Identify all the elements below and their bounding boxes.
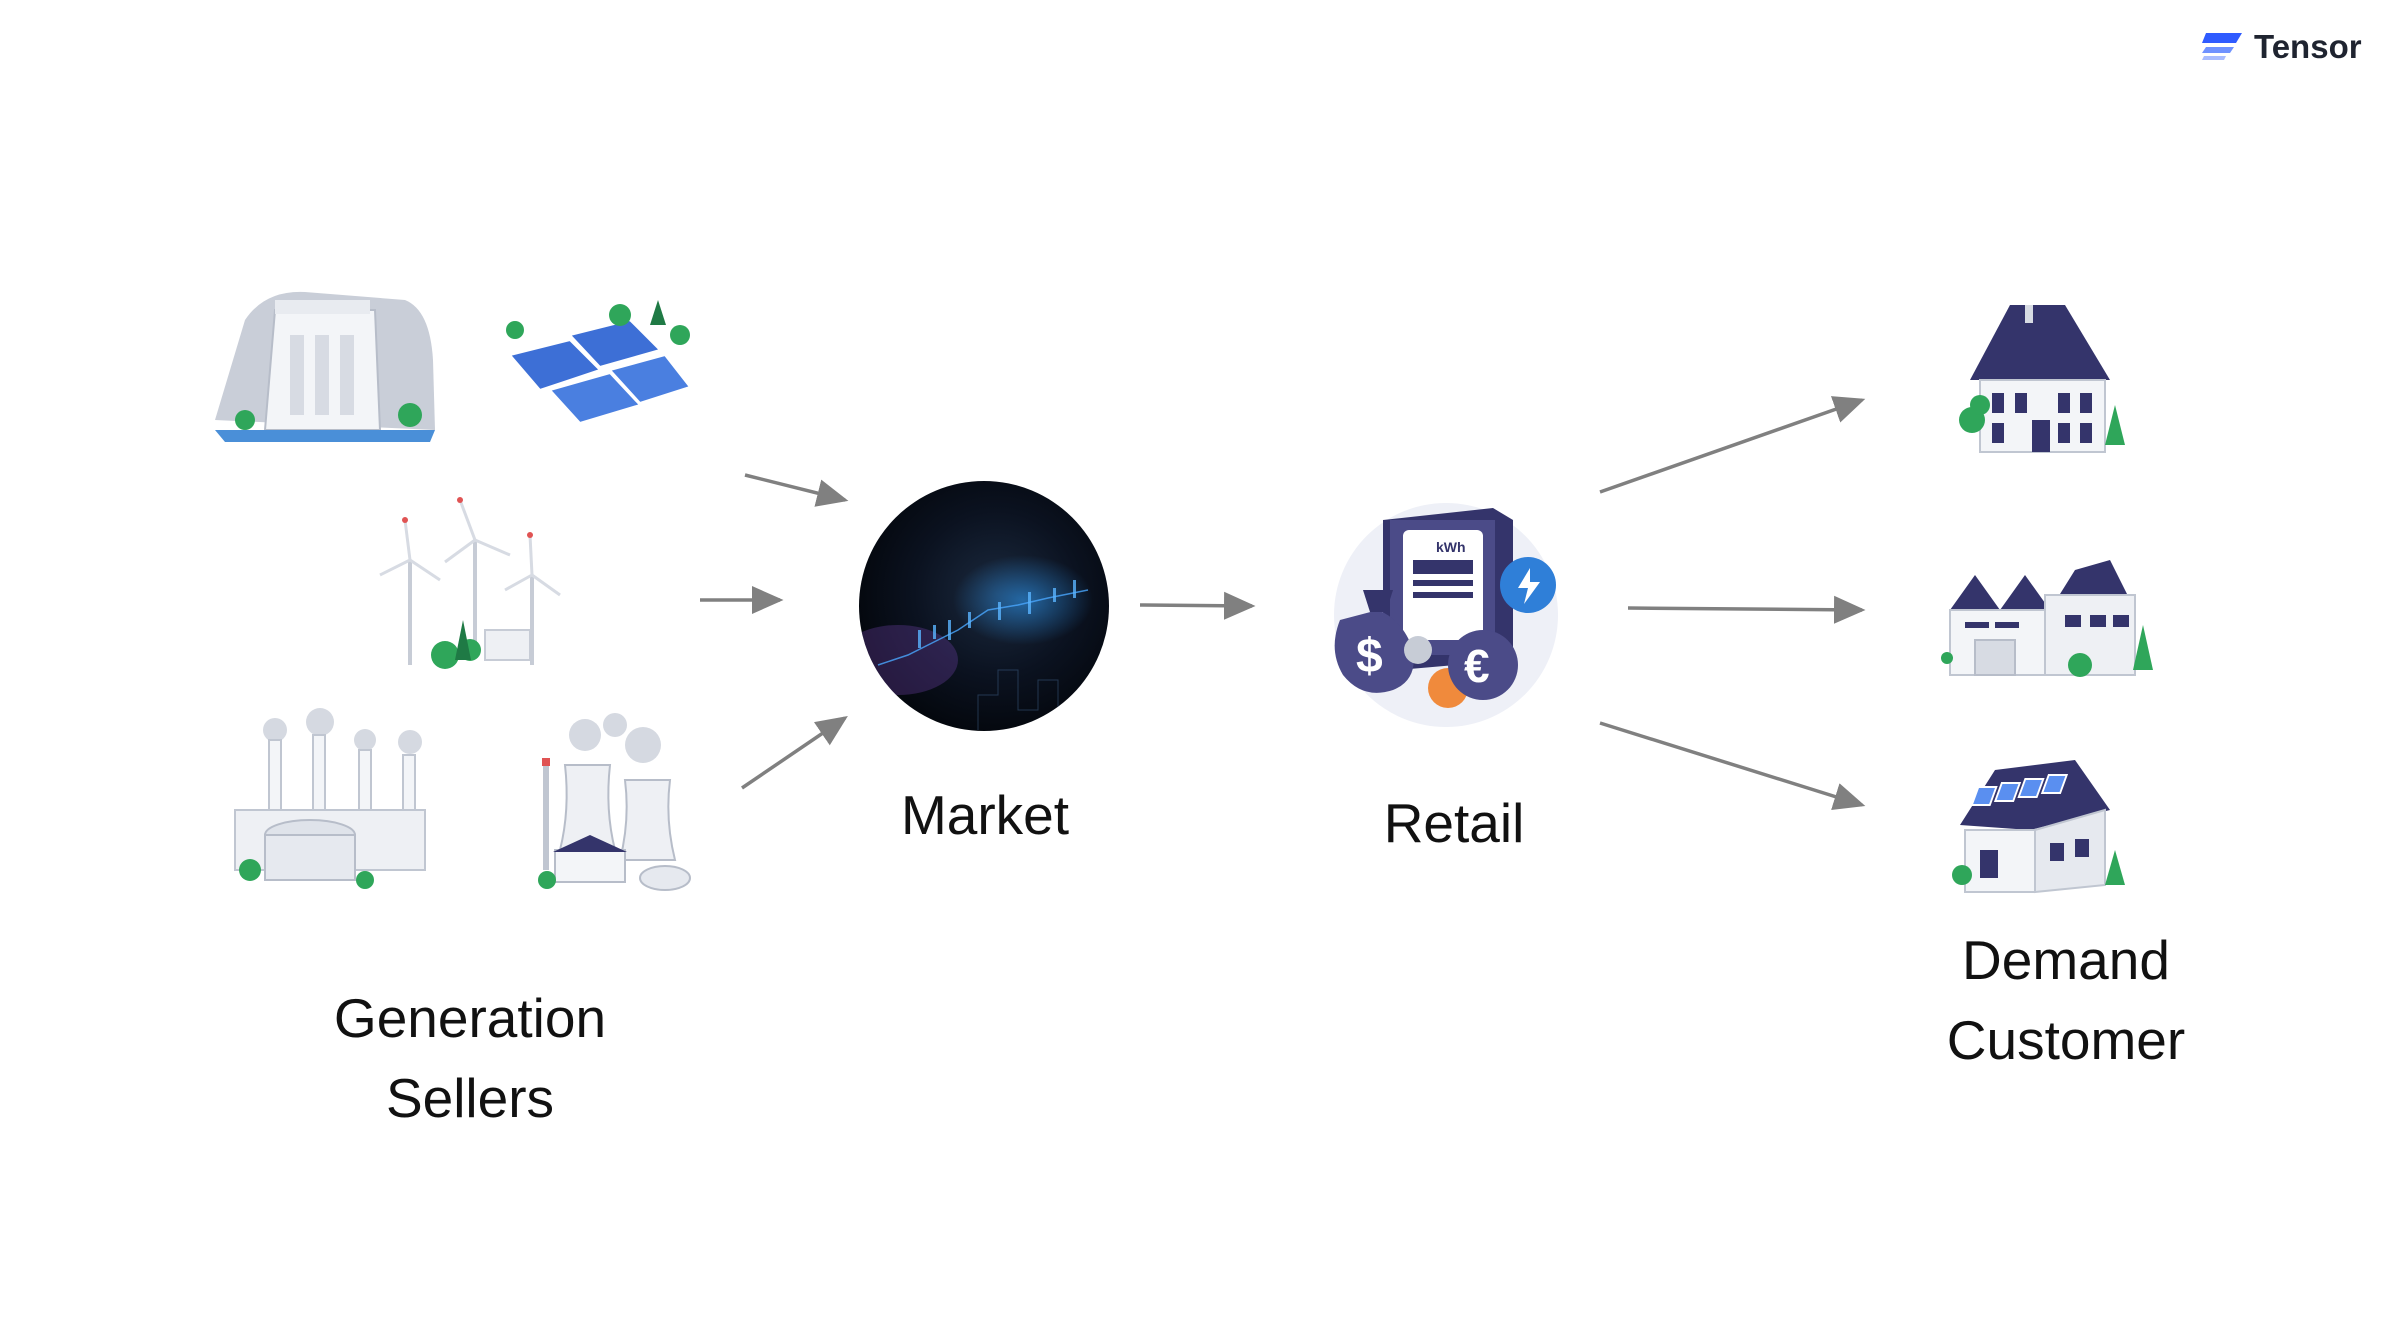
customer-label: Customer <box>1946 1009 2186 1071</box>
svg-text:€: € <box>1464 640 1490 692</box>
solar-roof-house-icon <box>1952 760 2125 894</box>
svg-text:$: $ <box>1356 630 1383 683</box>
arrow-gen-to-market-bottom <box>741 716 848 790</box>
factory-icon <box>1941 560 2153 677</box>
demand-label: Demand <box>1962 929 2170 991</box>
demand-customer-label: Demand Customer <box>1866 920 2266 1080</box>
market-label: Market <box>900 784 1070 846</box>
nuclear-plant-icon <box>538 713 691 891</box>
sellers-label: Sellers <box>385 1067 555 1129</box>
svg-text:kWh: kWh <box>1436 539 1466 555</box>
solar-farm-icon <box>506 300 692 425</box>
brand-name: Tensor <box>2254 28 2362 65</box>
arrow-retail-to-solar-house <box>1599 721 1866 810</box>
arrow-retail-to-house <box>1599 396 1866 494</box>
generation-sellers-label: Generation Sellers <box>270 978 670 1138</box>
wind-turbines-icon <box>379 497 561 669</box>
generation-label: Generation <box>333 987 607 1049</box>
hydro-dam-icon <box>215 291 435 442</box>
retail-label: Retail <box>1383 792 1525 854</box>
house-icon <box>1959 305 2125 453</box>
coal-plant-icon <box>234 708 426 889</box>
tensor-logo-icon <box>2202 33 2242 60</box>
arrow-retail-to-factory <box>1627 595 1866 624</box>
market-chart-icon <box>859 481 1109 731</box>
arrow-market-to-retail <box>1139 591 1256 620</box>
brand-logo: Tensor <box>2200 28 2362 66</box>
arrow-gen-to-market-top <box>744 473 849 507</box>
energy-meter-money-icon: kWh $ € <box>1334 503 1558 727</box>
